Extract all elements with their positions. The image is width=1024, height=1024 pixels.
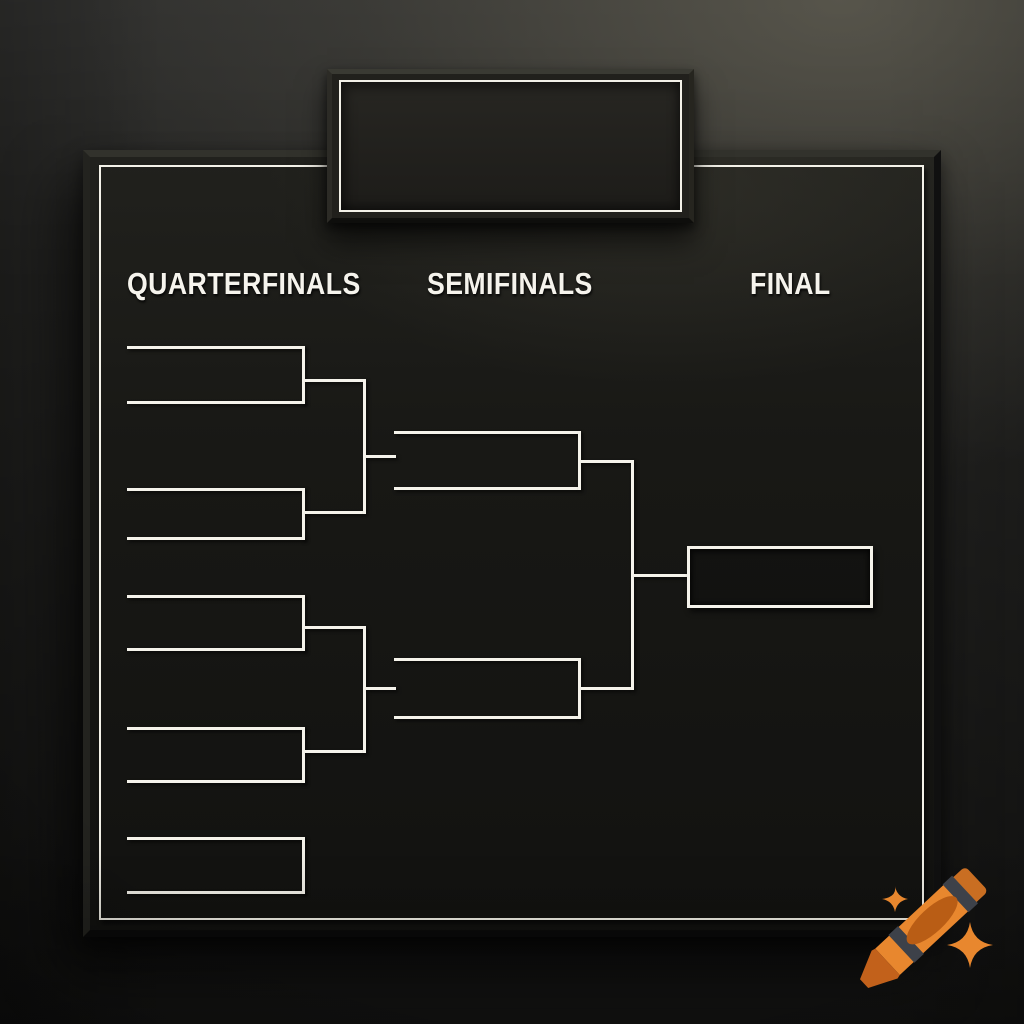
bracket-line	[581, 687, 631, 690]
bracket-line	[127, 401, 305, 404]
bracket-line	[127, 488, 305, 491]
bracket-board	[83, 150, 941, 937]
header-final: FINAL	[750, 266, 831, 301]
title-box	[327, 69, 694, 223]
crayon-logo	[860, 868, 993, 989]
bracket-line	[127, 891, 305, 894]
bracket-line	[305, 750, 363, 753]
final-winner-box	[687, 546, 873, 608]
bracket-line	[127, 537, 305, 540]
bracket-line	[127, 837, 305, 840]
crayon-icon	[860, 868, 987, 989]
bracket-line	[302, 595, 305, 651]
bracket-line	[366, 687, 396, 690]
bracket-line	[394, 716, 578, 719]
bracket-line	[127, 648, 305, 651]
bracket-line	[578, 658, 581, 719]
bracket-line	[127, 780, 305, 783]
sparkle-icon	[947, 922, 993, 968]
bracket-line	[302, 727, 305, 783]
board-surface	[90, 157, 934, 930]
bracket-line	[305, 626, 363, 629]
bracket-line	[394, 487, 578, 490]
bracket-line	[634, 574, 687, 577]
bracket-line	[581, 460, 631, 463]
bracket-line	[305, 511, 363, 514]
bracket-line	[394, 658, 578, 661]
sparkle-icon	[882, 886, 908, 912]
header-quarterfinals: QUARTERFINALS	[127, 266, 361, 301]
bracket-line	[363, 626, 366, 753]
bracket-line	[394, 431, 578, 434]
title-box-inner	[339, 80, 682, 212]
bracket-line	[363, 379, 366, 514]
bracket-line	[302, 837, 305, 894]
bracket-line	[578, 431, 581, 490]
bracket-line	[302, 488, 305, 540]
bracket-line	[127, 727, 305, 730]
header-semifinals: SEMIFINALS	[427, 266, 593, 301]
bracket-line	[127, 346, 305, 349]
bracket-line	[366, 455, 396, 458]
bracket-line	[631, 460, 634, 690]
bracket-line	[302, 346, 305, 404]
bracket-line	[305, 379, 363, 382]
bracket-line	[127, 595, 305, 598]
